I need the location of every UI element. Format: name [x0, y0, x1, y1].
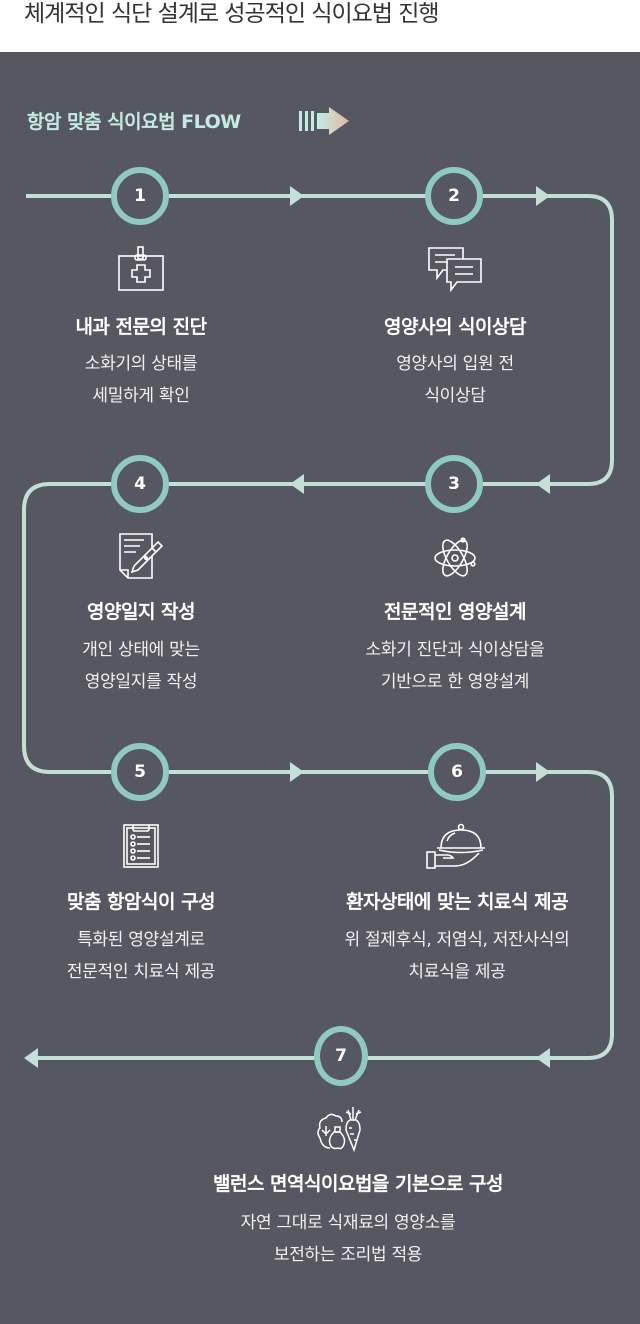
step-desc-2-line-2: 식이상담	[424, 386, 486, 406]
step-circle-2: 2	[425, 167, 483, 225]
step-desc-5-line-2: 전문적인 치료식 제공	[66, 962, 216, 982]
step-desc-3: 소화기 진단과 식이상담을 기반으로 한 영양설계	[366, 634, 545, 698]
atom-icon	[434, 537, 476, 577]
step-desc-7-line-2: 보전하는 조리법 적용	[273, 1245, 423, 1265]
flow-arrow-icon	[299, 107, 349, 135]
step-desc-2: 영양사의 입원 전 식이상담	[396, 348, 514, 412]
step-title-7: 밸런스 면역식이요법을 기본으로 구성	[212, 1173, 504, 1195]
step-desc-4: 개인 상태에 맞는 영양일지를 작성	[82, 634, 200, 698]
step-title-6: 환자상태에 맞는 치료식 제공	[345, 891, 569, 913]
step-circle-5: 5	[111, 743, 169, 801]
serving-cloche-icon	[426, 823, 485, 869]
step-desc-3-line-1: 소화기 진단과 식이상담을	[365, 640, 545, 660]
step-title-2: 영양사의 식이상담	[384, 316, 526, 338]
arrow-left-1	[536, 474, 550, 494]
clipboard-checklist-icon	[123, 824, 159, 868]
arrow-right-3	[290, 762, 304, 782]
arrow-right-4	[536, 762, 550, 782]
step-desc-3-line-2: 기반으로 한 영양설계	[380, 672, 530, 692]
step-desc-6-line-2: 치료식을 제공	[408, 962, 506, 982]
step-title-5: 맞춤 항암식이 구성	[66, 891, 216, 913]
step-desc-6-line-1: 위 절제후식, 저염식, 저잔사식의	[344, 930, 570, 950]
arrow-left-end	[24, 1048, 38, 1068]
step-circle-4: 4	[111, 455, 169, 513]
page-title: 체계적인 식단 설계로 성공적인 식이요법 진행	[24, 1, 440, 27]
medical-kit-icon	[118, 246, 164, 291]
step-desc-6: 위 절제후식, 저염식, 저잔사식의 치료식을 제공	[345, 924, 570, 988]
step-title-4: 영양일지 작성	[87, 601, 196, 623]
document-pen-icon	[119, 533, 164, 579]
arrow-right-1	[290, 186, 304, 206]
arrow-left-3	[536, 1048, 550, 1068]
flow-title: 항암 맞춤 식이요법 FLOW	[27, 111, 241, 133]
step-desc-2-line-1: 영양사의 입원 전	[396, 354, 514, 374]
arrow-right-2	[536, 186, 550, 206]
step-title-3: 전문적인 영양설계	[384, 601, 526, 623]
step-circle-3: 3	[425, 455, 483, 513]
header-band: 체계적인 식단 설계로 성공적인 식이요법 진행	[0, 0, 640, 52]
step-desc-4-line-1: 개인 상태에 맞는	[82, 640, 200, 660]
connector-row-1	[22, 194, 614, 1060]
arrow-left-2	[290, 474, 304, 494]
step-desc-1-line-1: 소화기의 상태를	[84, 354, 198, 374]
vegetables-icon	[317, 1107, 362, 1152]
step-circle-7: 7	[314, 1026, 368, 1086]
step-desc-4-line-2: 영양일지를 작성	[84, 672, 198, 692]
step-desc-1: 소화기의 상태를 세밀하게 확인	[84, 348, 198, 412]
step-desc-5: 특화된 영양설계로 전문적인 치료식 제공	[66, 924, 216, 988]
step-desc-5-line-1: 특화된 영양설계로	[77, 930, 205, 950]
step-desc-7: 자연 그대로 식재료의 영양소를 보전하는 조리법 적용	[241, 1207, 456, 1271]
step-circle-6: 6	[428, 743, 486, 801]
chat-bubbles-icon	[428, 247, 482, 293]
step-title-1: 내과 전문의 진단	[75, 316, 207, 338]
step-circle-1: 1	[111, 167, 169, 225]
step-desc-7-line-1: 자연 그대로 식재료의 영양소를	[240, 1213, 456, 1233]
step-desc-1-line-2: 세밀하게 확인	[92, 386, 190, 406]
